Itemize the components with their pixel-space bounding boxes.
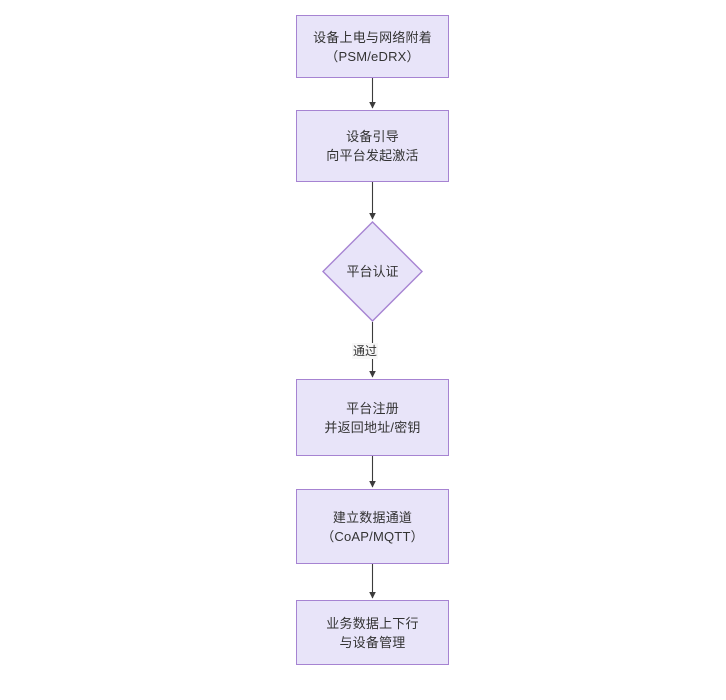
- node-line-1: 设备引导: [346, 129, 399, 144]
- node-platform-registration[interactable]: 平台注册 并返回地址/密钥: [296, 379, 449, 456]
- node-line-1: 业务数据上下行: [326, 615, 419, 631]
- node-line-2: 与设备管理: [339, 634, 406, 650]
- node-device-power-on[interactable]: 设备上电与网络附着 （PSM/eDRX）: [296, 15, 449, 78]
- node-line-2: （CoAP/MQTT）: [321, 528, 424, 544]
- node-platform-authentication[interactable]: 平台认证: [322, 221, 423, 322]
- node-line-2: （PSM/eDRX）: [325, 48, 420, 64]
- node-device-bootstrap[interactable]: 设备引导 向平台发起激活: [296, 110, 449, 182]
- diamond-shape: [322, 221, 423, 322]
- node-line-2: 并返回地址/密钥: [324, 419, 421, 435]
- node-line-1: 平台认证: [346, 264, 399, 279]
- node-line-2: 向平台发起激活: [326, 148, 419, 163]
- edge-label-pass: 通过: [352, 343, 379, 359]
- node-business-data-and-device-management[interactable]: 业务数据上下行 与设备管理: [296, 600, 449, 665]
- node-establish-data-channel[interactable]: 建立数据通道 （CoAP/MQTT）: [296, 489, 449, 564]
- node-line-1: 平台注册: [346, 400, 399, 416]
- node-line-1: 设备上电与网络附着: [313, 29, 432, 45]
- node-line-1: 建立数据通道: [332, 509, 413, 525]
